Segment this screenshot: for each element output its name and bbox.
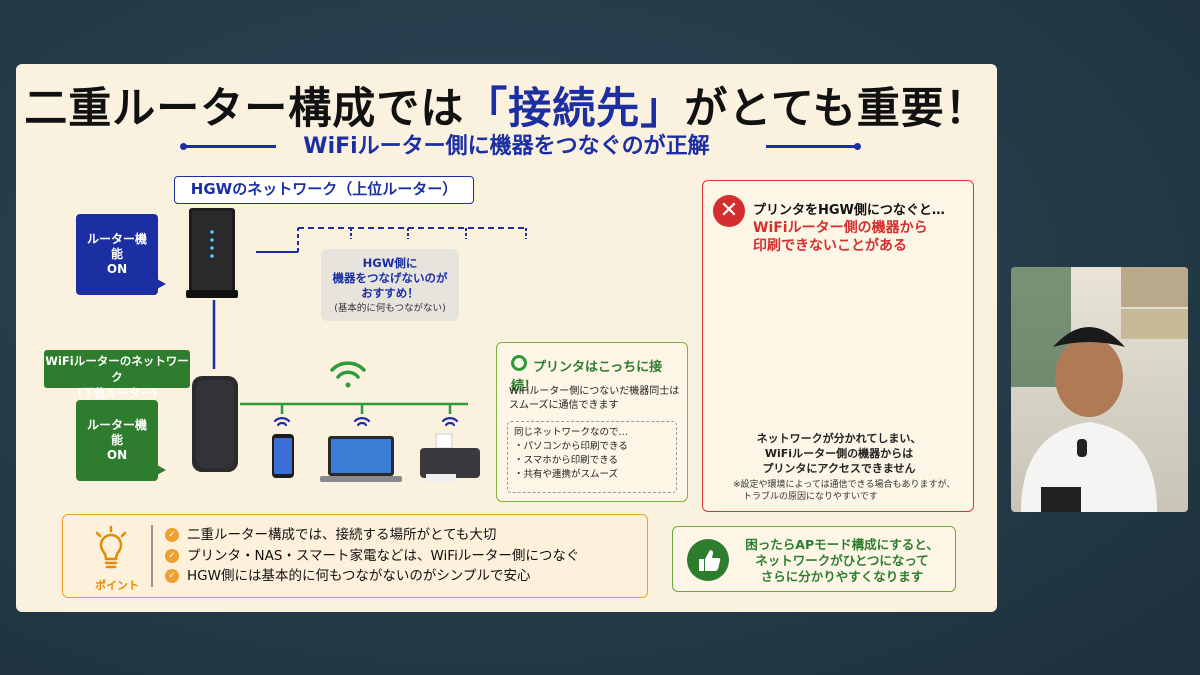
point-list: ✓二重ルーター構成では、接続する場所がとても大切 ✓プリンタ・NAS・スマート家… — [165, 525, 579, 587]
wifi-symbol-smartphone — [273, 417, 291, 427]
circle-ok-icon — [511, 355, 527, 371]
wifi-network-line — [240, 402, 468, 414]
subtitle-dot-left — [180, 143, 187, 150]
thumbs-up-icon — [687, 539, 729, 581]
wifi-symbol-laptop — [353, 417, 371, 427]
subtitle-line-left — [186, 145, 276, 148]
hgw-router-icon — [186, 208, 238, 298]
point-label: ポイント — [95, 579, 139, 592]
list-item: ✓プリンタ・NAS・スマート家電などは、WiFiルーター側につなぐ — [165, 546, 579, 567]
bubble-tail — [157, 279, 166, 289]
subtitle-dot-right — [854, 143, 861, 150]
warning-description: ネットワークが分かれてしまい、 WiFiルーター側の機器からは プリンタにアクセ… — [756, 432, 922, 475]
same-network-list: 同じネットワークなので… ・パソコンから印刷できる ・スマホから印刷できる ・共… — [507, 421, 677, 493]
hgw-dashed-network — [256, 227, 528, 253]
wifi-router-func-bubble: ルーター機能 ON — [76, 400, 166, 481]
wifi-network-label: WiFiルーターのネットワーク (下位ルーター) — [44, 350, 190, 400]
printer-here-box: プリンタはこっちに接続！ WiFiルーター側につないだ機器同士は スムーズに通信… — [496, 342, 688, 502]
list-item: ✓二重ルーター構成では、接続する場所がとても大切 — [165, 525, 579, 546]
printer-here-header: プリンタはこっちに接続！ — [511, 360, 663, 394]
list-item: ✓HGW側には基本的に何もつながないのがシンプルで安心 — [165, 566, 579, 587]
point-box: ポイント ✓二重ルーター構成では、接続する場所がとても大切 ✓プリンタ・NAS・… — [62, 514, 648, 598]
hgw-printer-warning-box: ✕ プリンタをHGW側につなぐと… WiFiルーター側の機器から 印刷できないこ… — [702, 180, 974, 512]
bubble-tail — [157, 465, 166, 475]
check-icon: ✓ — [165, 569, 179, 584]
wifi-symbol-printer — [441, 417, 459, 427]
wifi-symbol-large — [330, 361, 366, 388]
point-separator — [151, 525, 153, 587]
presenter-video — [1011, 267, 1188, 512]
cross-icon: ✕ — [713, 195, 745, 227]
smartphone-icon — [272, 434, 294, 478]
check-icon: ✓ — [165, 528, 179, 543]
subtitle-row: WiFiルーター側に機器をつなぐのが正解 — [16, 128, 997, 162]
ap-mode-box: 困ったらAPモード構成にすると、 ネットワークがひとつになって さらに分かりやす… — [672, 526, 956, 592]
hgw-note: HGW側に 機器をつなげないのが おすすめ！ (基本的に何もつながない) — [321, 249, 459, 321]
subtitle-line-right — [766, 145, 856, 148]
slide-title: 二重ルーター構成では「接続先」がとても重要！ — [24, 84, 989, 134]
laptop-icon — [320, 436, 402, 482]
check-icon: ✓ — [165, 548, 179, 563]
ap-mode-text: 困ったらAPモード構成にすると、 ネットワークがひとつになって さらに分かりやす… — [745, 537, 939, 584]
slide: 二重ルーター構成では「接続先」がとても重要！ WiFiルーター側に機器をつなぐの… — [16, 64, 997, 612]
printer-here-body: WiFiルーター側につないだ機器同士は スムーズに通信できます — [509, 386, 680, 411]
wifi-router-icon — [192, 376, 238, 472]
warning-footnote: ※設定や環境によっては通信できる場合もありますが、 トラブルの原因になりやすいで… — [733, 480, 956, 502]
subtitle: WiFiルーター側に機器をつなぐのが正解 — [303, 134, 710, 159]
hgw-router-func-bubble: ルーター機能 ON — [76, 214, 166, 295]
lightbulb-icon — [95, 525, 127, 569]
webcam-overlay — [1011, 267, 1188, 512]
warning-text: WiFiルーター側の機器から 印刷できないことがある — [753, 220, 928, 254]
printer-icon — [420, 433, 480, 482]
hgw-network-title: HGWのネットワーク（上位ルーター） — [174, 176, 474, 204]
